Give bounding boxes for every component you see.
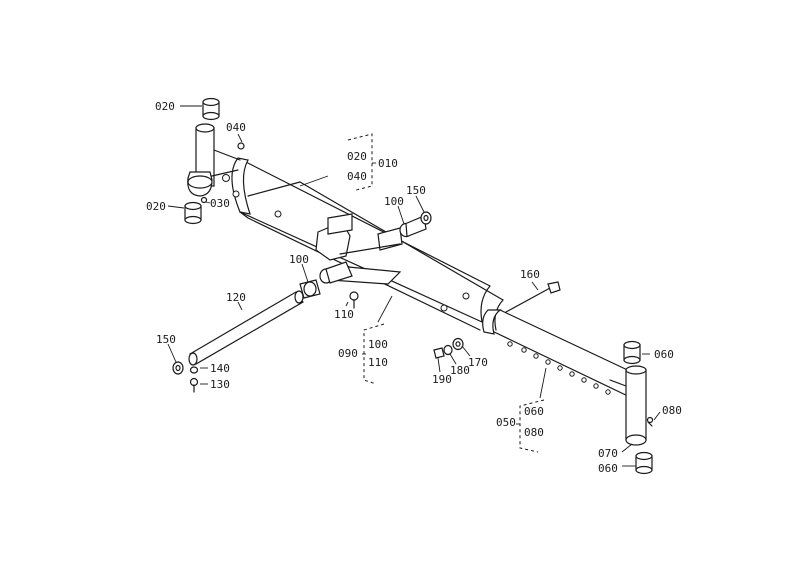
label-070: 070 [598, 447, 618, 460]
label-190: 190 [432, 373, 452, 386]
left-grease-fitting [200, 142, 245, 204]
label-050: 050 [496, 416, 516, 429]
label-110-group: 110 [368, 356, 388, 369]
pin-lock-washer [189, 366, 199, 374]
label-120: 120 [226, 291, 246, 304]
center-pivot-bracket [315, 213, 427, 285]
pivot-pin [188, 290, 304, 366]
label-030: 030 [210, 197, 230, 210]
front-axle-beam [222, 157, 504, 331]
right-lower-bushing [635, 451, 653, 475]
label-020-bottom-left: 020 [146, 200, 166, 213]
label-040-left: 040 [226, 121, 246, 134]
right-kingpin-housing [609, 365, 647, 446]
label-110-middle: 110 [334, 308, 354, 321]
left-kingpin-housing [187, 123, 241, 197]
right-axle-extension [482, 309, 637, 399]
label-180: 180 [450, 364, 470, 377]
label-020-top-left: 020 [155, 100, 175, 113]
label-150-top: 150 [406, 184, 426, 197]
label-160: 160 [520, 268, 540, 281]
label-080-group: 080 [524, 426, 544, 439]
left-lower-bushing [184, 201, 202, 225]
label-140: 140 [210, 362, 230, 375]
extension-bolt [505, 281, 561, 313]
right-upper-bushing [623, 340, 641, 365]
label-170: 170 [468, 356, 488, 369]
label-090: 090 [338, 347, 358, 360]
label-130: 130 [210, 378, 230, 391]
label-100-top: 100 [384, 195, 404, 208]
label-080-right: 080 [662, 404, 682, 417]
label-100-group: 100 [368, 338, 388, 351]
pin-bolt [189, 377, 199, 393]
right-grease-fitting [646, 416, 654, 427]
label-060-group: 060 [524, 405, 544, 418]
label-100-middle: 100 [289, 253, 309, 266]
upper-washer [420, 211, 432, 225]
extension-nut-set [433, 337, 464, 359]
leader-lines [167, 105, 661, 467]
label-150-bottom: 150 [156, 333, 176, 346]
pin-washer [172, 361, 184, 375]
label-040-group: 040 [347, 170, 367, 183]
center-bolt [349, 291, 359, 309]
label-010: 010 [378, 157, 398, 170]
label-060-right-top: 060 [654, 348, 674, 361]
label-060-right-bottom: 060 [598, 462, 618, 475]
pivot-bushing [299, 279, 321, 299]
left-upper-bushing [202, 97, 220, 121]
part-labels: 020 040 020 030 020 040 010 150 100 100 … [146, 100, 682, 475]
label-020-group: 020 [347, 150, 367, 163]
